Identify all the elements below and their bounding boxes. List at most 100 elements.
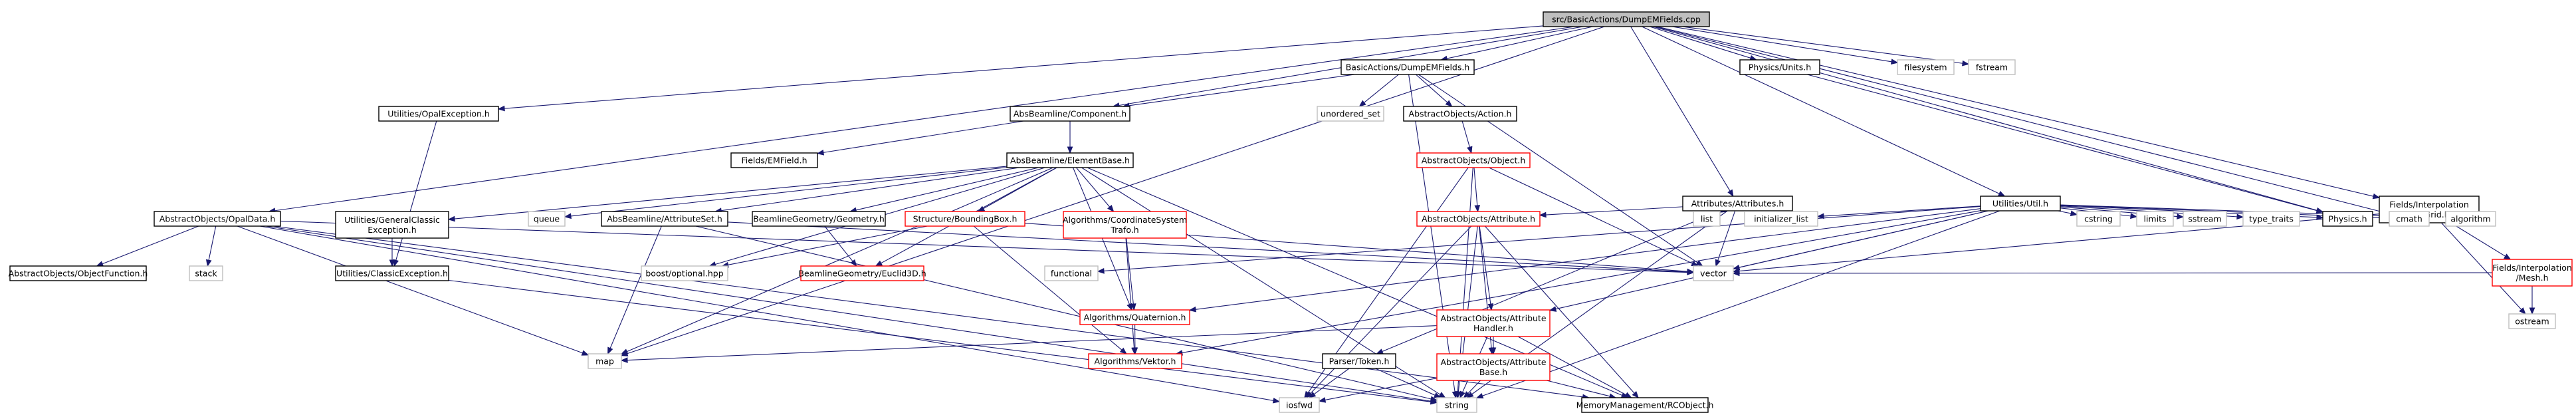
node-quaternion-h[interactable]: Algorithms/Quaternion.h [1079, 309, 1190, 325]
node-box [641, 265, 728, 281]
node-classic-exception-h[interactable]: Utilities/ClassicException.h [335, 265, 449, 281]
node-box [1739, 59, 1820, 75]
node-label: Utilities/Util.h [1992, 199, 2048, 209]
node-label: Utilities/ClassicException.h [336, 269, 448, 279]
node-fstream: fstream [1968, 59, 2016, 75]
node-action-h[interactable]: AbstractObjects/Action.h [1403, 106, 1517, 122]
node-attribute-h[interactable]: AbstractObjects/Attribute.h [1416, 211, 1541, 227]
edge-arrowhead [447, 215, 455, 222]
node-opal-exception-h[interactable]: Utilities/OpalException.h [378, 106, 499, 122]
edge-arrowhead [1695, 260, 1703, 267]
node-map: map [588, 353, 622, 369]
node-euclid3d-h[interactable]: BeamlineGeometry/Euclid3D.h [798, 265, 926, 281]
node-label: vector [1700, 269, 1727, 279]
node-box [1968, 59, 2016, 75]
edge-arrowhead [1632, 391, 1640, 399]
node-box [1341, 59, 1475, 75]
node-physics-units-h[interactable]: Physics/Units.h [1739, 59, 1820, 75]
edge-line [727, 221, 1688, 273]
edge-line [1128, 74, 1355, 106]
edge-arrowhead [1624, 392, 1632, 398]
edge-line [454, 166, 1008, 219]
node-box [601, 211, 728, 227]
node-util-h[interactable]: Utilities/Util.h [1980, 196, 2061, 211]
node-label: Algorithms/Vektor.h [1095, 356, 1176, 366]
node-token-h[interactable]: Parser/Token.h [1322, 353, 1396, 369]
edge-arrowhead [2529, 307, 2535, 315]
node-label: initializer_list [1754, 214, 1808, 224]
edge-arrowhead [2372, 193, 2381, 200]
node-box [1416, 152, 1531, 168]
edge-dump-emfields-h-to-component-h [1122, 74, 1355, 109]
edge-arrowhead [816, 150, 825, 156]
node-physics-h[interactable]: Physics.h [2322, 211, 2373, 227]
edge-line [1546, 380, 1610, 397]
node-vektor-h[interactable]: Algorithms/Vektor.h [1088, 353, 1182, 369]
edge-component-h-to-element-base-h [1067, 121, 1073, 154]
node-label: Trafo.h [1110, 225, 1138, 235]
node-box [528, 211, 566, 227]
node-bounding-box-h[interactable]: Structure/BoundingBox.h [905, 211, 1025, 227]
edge-arrowhead [2130, 213, 2138, 219]
edge-arrowhead [1130, 303, 1136, 311]
edge-arrowhead [2504, 253, 2512, 260]
edge-dump-emfields-h-to-string [1408, 74, 1458, 399]
edge-arrowhead [2316, 214, 2324, 221]
edge-line [855, 167, 1039, 211]
node-attributes-h[interactable]: Attributes/Attributes.h [1682, 196, 1793, 211]
node-element-base-h[interactable]: AbsBeamline/ElementBase.h [1006, 152, 1134, 168]
node-cmath: cmath [2389, 211, 2430, 227]
edge-line [1195, 208, 1981, 310]
edge-line [1382, 210, 1721, 352]
edge-line [237, 225, 583, 354]
node-opal-data-h[interactable]: AbstractObjects/OpalData.h [154, 211, 281, 227]
node-mesh-h[interactable]: Fields/Interpolation/Mesh.h [2492, 259, 2573, 287]
edge-line [1517, 336, 1626, 396]
edge-util-h-to-vektor-h [1175, 210, 1981, 356]
node-dump-emfields-cpp[interactable]: src/BasicActions/DumpEMFields.cpp [1543, 11, 1710, 27]
edge-line [1717, 210, 1736, 261]
node-object-h[interactable]: AbstractObjects/Object.h [1416, 152, 1531, 168]
node-type-traits: type_traits [2242, 211, 2300, 227]
node-label: Utilities/GeneralClassic [344, 215, 440, 225]
edge-attribute-h-to-attribute-handler-h [1479, 225, 1494, 311]
node-label: boost/optional.hpp [645, 269, 723, 279]
edge-element-base-h-to-map [620, 167, 1053, 354]
node-boost-optional-hpp: boost/optional.hpp [641, 265, 728, 281]
node-label: Handler.h [1473, 323, 1513, 333]
edge-util-h-to-cstring [2058, 210, 2078, 217]
node-box [800, 265, 924, 281]
node-label: Base.h [1479, 367, 1507, 377]
edge-line [627, 26, 1605, 354]
edge-arrowhead [620, 348, 629, 354]
edge-arrowhead [1474, 205, 1481, 213]
node-label: iosfwd [1286, 400, 1313, 410]
node-box [189, 265, 223, 281]
edge-element-base-h-to-attribute-set-h [714, 167, 1020, 213]
node-dump-emfields-h[interactable]: BasicActions/DumpEMFields.h [1341, 59, 1475, 75]
node-geometry-h[interactable]: BeamlineGeometry/Geometry.h [752, 211, 886, 227]
edge-attribute-set-h-to-string [695, 225, 1438, 402]
node-label: fstream [1976, 63, 2008, 72]
node-rcobject-h[interactable]: MemoryManagement/RCObject.h [1576, 397, 1714, 413]
node-box [1322, 353, 1396, 369]
node-component-h[interactable]: AbsBeamline/Component.h [1010, 106, 1130, 122]
node-box [1317, 106, 1384, 122]
node-attribute-set-h[interactable]: AbsBeamline/AttributeSet.h [601, 211, 728, 227]
edge-arrowhead [2315, 208, 2324, 213]
edge-line [823, 120, 1024, 153]
edge-line [1807, 74, 2317, 211]
node-label: Algorithms/Quaternion.h [1084, 313, 1186, 323]
edge-element-base-h-to-coordinate-system-trafo-h [1075, 167, 1115, 213]
node-label: AbstractObjects/Attribute [1440, 357, 1546, 367]
edge-arrowhead [1475, 392, 1484, 399]
node-emfield-h[interactable]: Fields/EMField.h [730, 152, 818, 168]
edge-opal-data-h-to-map [237, 225, 590, 356]
node-object-function-h[interactable]: AbstractObjects/ObjectFunction.h [9, 265, 148, 281]
edge-component-h-to-emfield-h [816, 120, 1024, 156]
node-box [1980, 196, 2061, 211]
